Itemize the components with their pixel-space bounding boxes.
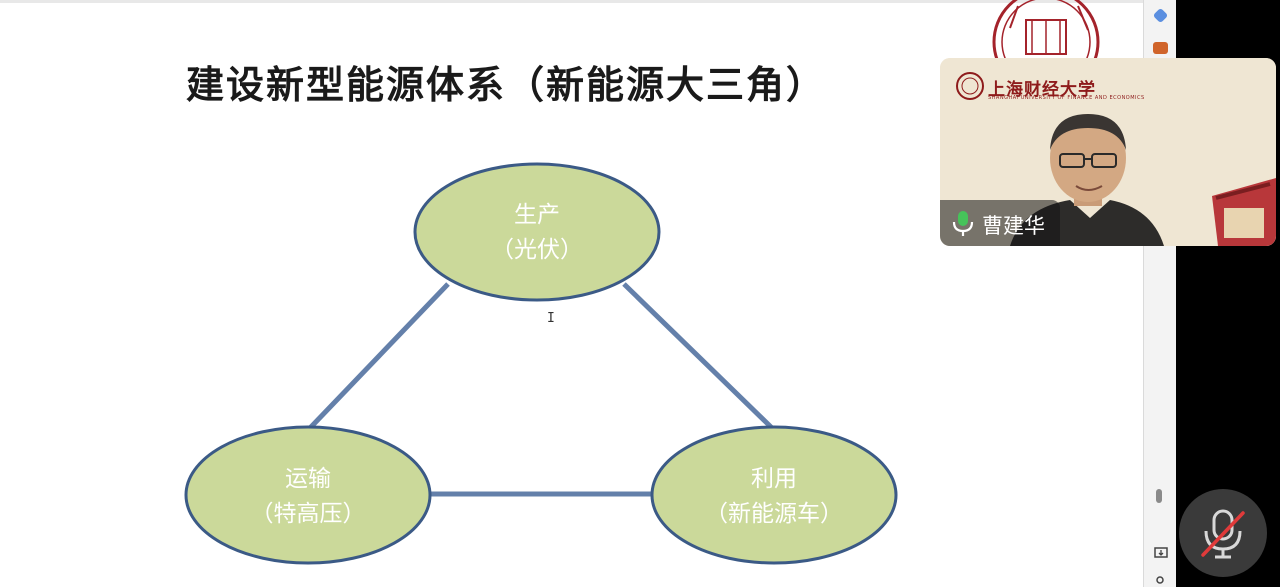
screen-share-icon[interactable]: [1154, 546, 1168, 563]
microphone-off-icon: [1201, 509, 1245, 559]
participant-name-bar: 曹建华: [940, 200, 1060, 246]
edge-top-right: [622, 282, 774, 430]
node-transport: 运输 （特高压）: [184, 425, 432, 565]
participant-name: 曹建华: [982, 214, 1045, 238]
slide-top-border: [0, 0, 1143, 3]
university-seal-logo: [988, 0, 1108, 60]
briefcase-icon[interactable]: [1153, 42, 1168, 54]
microphone-icon: [952, 211, 974, 236]
scrollbar-thumb[interactable]: [1156, 489, 1162, 503]
node-production: 生产 （光伏）: [413, 162, 661, 302]
node-production-sublabel: （光伏）: [491, 237, 583, 263]
node-utilization-label: 利用: [751, 466, 797, 492]
edge-top-left: [308, 282, 450, 430]
settings-icon[interactable]: [1154, 574, 1166, 587]
slide-title: 建设新型能源体系（新能源大三角）: [186, 63, 827, 107]
tag-icon[interactable]: [1152, 7, 1169, 24]
text-cursor-icon: I: [547, 311, 555, 326]
node-utilization: 利用 （新能源车）: [650, 425, 898, 565]
participant-video-tile[interactable]: 上海财经大学 SHANGHAI UNIVERSITY OF FINANCE AN…: [940, 58, 1276, 246]
video-university-name: 上海财经大学: [988, 80, 1096, 100]
mute-microphone-button[interactable]: [1179, 489, 1267, 577]
node-transport-label: 运输: [285, 466, 331, 492]
node-production-label: 生产: [514, 202, 560, 228]
video-university-subtitle: SHANGHAI UNIVERSITY OF FINANCE AND ECONO…: [988, 95, 1145, 101]
node-utilization-sublabel: （新能源车）: [705, 501, 843, 527]
node-transport-sublabel: （特高压）: [251, 501, 366, 527]
energy-triangle-diagram: 生产 （光伏） 运输 （特高压） 利用 （新能源车）: [184, 162, 898, 565]
